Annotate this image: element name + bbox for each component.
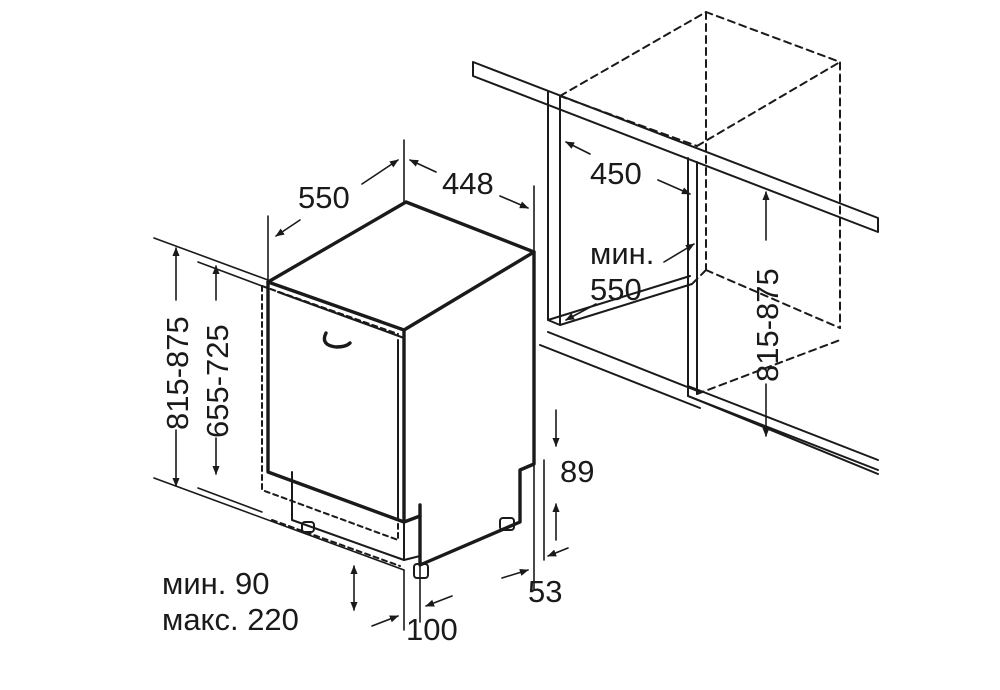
plinth-dimension-lines: [501, 409, 569, 591]
niche-width-label: 450: [590, 156, 642, 191]
plinth-recess-label: 53: [528, 574, 562, 609]
width-label: 448: [442, 166, 494, 201]
niche-height-label: 815-875: [750, 268, 785, 382]
plinth-height-label: 89: [560, 454, 594, 489]
niche-depth-prefix-label: мин.: [590, 236, 654, 271]
niche-depth-label: 550: [590, 272, 642, 307]
dishwasher-dashed-door: [261, 285, 401, 567]
door-gap-label: 100: [406, 612, 458, 647]
plinth-min-label: мин. 90: [162, 566, 269, 601]
dishwasher-body: [266, 200, 536, 579]
depth-label: 550: [298, 180, 350, 215]
plinth-max-label: макс. 220: [162, 602, 299, 637]
left-dimension-lines: [153, 237, 405, 571]
niche-dimension-lines: [565, 141, 770, 437]
top-dimension-lines: [267, 139, 535, 281]
height-label: 815-875: [160, 316, 195, 430]
door-height-label: 655-725: [200, 324, 235, 438]
bottom-dimension-lines: [350, 565, 453, 631]
niche-dashed-cabinet: [559, 11, 841, 395]
